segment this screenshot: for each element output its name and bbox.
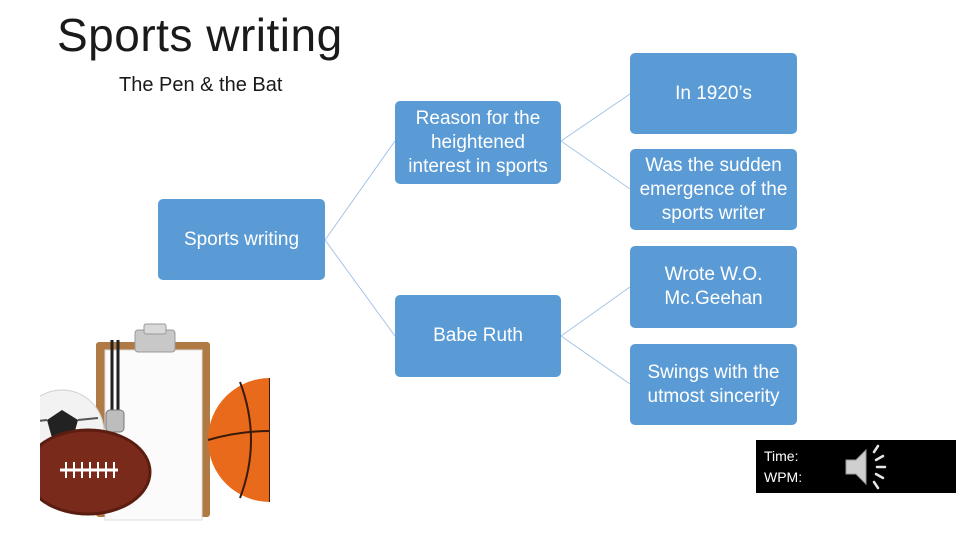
node-sports-writing: Sports writing xyxy=(158,199,325,280)
speaker-icon[interactable] xyxy=(840,440,900,493)
node-mcgeehan: Wrote W.O. Mc.Geehan xyxy=(630,246,797,328)
node-1920s: In 1920’s xyxy=(630,53,797,134)
node-swings: Swings with the utmost sincerity xyxy=(630,344,797,425)
slide-title: Sports writing xyxy=(57,9,343,61)
connector-ruth-mcgeehan xyxy=(560,286,631,337)
connector-reason-emergence xyxy=(560,140,631,190)
node-babe-ruth: Babe Ruth xyxy=(395,295,561,377)
connector-ruth-swings xyxy=(560,335,631,385)
connector-root-reason xyxy=(324,140,396,241)
time-wpm-label: Time: WPM: xyxy=(764,448,803,485)
node-emergence: Was the sudden emergence of the sports w… xyxy=(630,149,797,230)
audio-panel: Time: WPM: xyxy=(756,440,956,493)
slide-subtitle: The Pen & the Bat xyxy=(119,74,283,96)
node-reason: Reason for the heightened interest in sp… xyxy=(395,101,561,184)
connector-reason-1920s xyxy=(560,93,631,142)
sports-equipment-clipboard-image xyxy=(40,323,270,521)
connector-root-ruth xyxy=(324,239,396,337)
